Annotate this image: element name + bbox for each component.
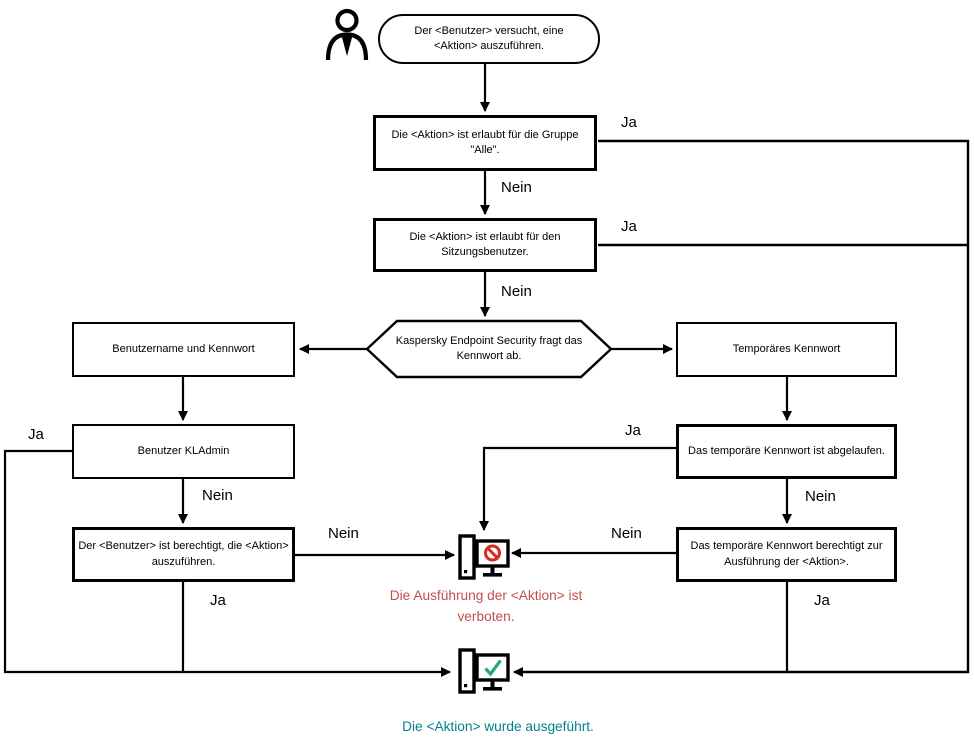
node-temp-authorizes: Das temporäre Kennwort berechtigt zur Au…	[676, 527, 897, 582]
edge-label-temp-auth-nein: Nein	[611, 525, 642, 542]
node-group-all: Die <Aktion> ist erlaubt für die Gruppe …	[373, 115, 597, 171]
node-kladmin: Benutzer KLAdmin	[72, 424, 295, 479]
node-temp-authorizes-label: Das temporäre Kennwort berechtigt zur Au…	[690, 540, 883, 568]
computer-blocked-icon	[458, 534, 510, 580]
node-temp-password: Temporäres Kennwort	[676, 322, 897, 377]
edge-label-kladmin-nein: Nein	[202, 487, 233, 504]
edge-label-expired-ja: Ja	[625, 422, 641, 439]
node-session-user-label: Die <Aktion> ist erlaubt für den Sitzung…	[409, 230, 561, 258]
edge-label-session-nein: Nein	[501, 283, 532, 300]
edge-label-authorized-nein: Nein	[328, 525, 359, 542]
node-temp-expired-label: Das temporäre Kennwort ist abgelaufen.	[688, 444, 885, 457]
success-caption: Die <Aktion> wurde ausgeführt.	[402, 719, 594, 734]
node-kladmin-label: Benutzer KLAdmin	[137, 444, 230, 457]
user-icon	[325, 8, 369, 61]
computer-check-icon	[458, 648, 510, 694]
node-temp-expired: Das temporäre Kennwort ist abgelaufen.	[676, 424, 897, 479]
edge-label-group-all-ja: Ja	[621, 114, 637, 131]
node-session-user: Die <Aktion> ist erlaubt für den Sitzung…	[373, 218, 597, 272]
node-temp-password-label: Temporäres Kennwort	[732, 342, 841, 355]
edge-label-expired-nein: Nein	[805, 488, 836, 505]
node-password-prompt: Kaspersky Endpoint Security fragt das Ke…	[379, 327, 599, 371]
node-user-authorized-label: Der <Benutzer> ist berechtigt, die <Akti…	[78, 540, 289, 568]
edge-expired-ja-to-denied	[479, 446, 676, 531]
node-credentials-label: Benutzername und Kennwort	[112, 342, 255, 355]
node-credentials: Benutzername und Kennwort	[72, 322, 295, 377]
edge-label-group-all-nein: Nein	[501, 179, 532, 196]
node-start-label: Der <Benutzer> versucht, eine <Aktion> a…	[414, 24, 564, 52]
node-start: Der <Benutzer> versucht, eine <Aktion> a…	[378, 14, 600, 64]
node-group-all-label: Die <Aktion> ist erlaubt für die Gruppe …	[391, 128, 579, 156]
node-user-authorized: Der <Benutzer> ist berechtigt, die <Akti…	[72, 527, 295, 582]
edge-label-session-ja: Ja	[621, 218, 637, 235]
edge-label-authorized-ja: Ja	[210, 592, 226, 609]
denied-caption: Die Ausführung der <Aktion> ist verboten…	[389, 588, 583, 624]
edge-label-temp-auth-ja: Ja	[814, 592, 830, 609]
edge-label-kladmin-ja: Ja	[28, 426, 44, 443]
node-password-prompt-label: Kaspersky Endpoint Security fragt das Ke…	[395, 334, 583, 362]
